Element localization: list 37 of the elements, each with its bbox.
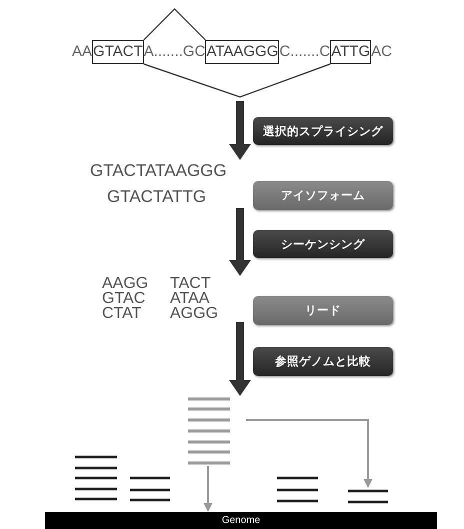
splice-line — [143, 8, 206, 40]
step-label: 選択的スプライシング — [263, 124, 383, 138]
isoform-sequence: GTACTATTG — [107, 187, 206, 207]
read-sequence: GTAC — [102, 291, 146, 306]
step-label: アイソフォーム — [281, 188, 365, 203]
arrow — [246, 419, 372, 488]
exon-sequence: ATTG — [331, 43, 370, 60]
step-box — [253, 230, 393, 258]
genome-label: Genome — [222, 515, 260, 526]
step-label: 参照ゲノムと比較 — [275, 354, 371, 369]
step-label: リード — [305, 303, 341, 318]
exon-box — [205, 40, 280, 64]
exon-sequence: GTACT — [93, 43, 143, 60]
step-box — [253, 117, 393, 145]
step-box — [253, 296, 393, 325]
read-sequence: AGGG — [170, 306, 218, 321]
splice-line — [144, 63, 330, 98]
read-sequence: CTAT — [102, 306, 142, 321]
step-label: シーケンシング — [281, 236, 365, 252]
exon-box — [330, 40, 372, 64]
sequence-text: A.......GC — [144, 42, 206, 62]
sequence-text: AC — [371, 42, 392, 62]
read-sequence: AAGG — [102, 276, 148, 291]
process-arrow — [229, 208, 251, 276]
read-sequence: ATAA — [170, 291, 210, 306]
step-box — [253, 347, 393, 376]
sequence-text: C.......C — [279, 42, 330, 62]
genome-bar — [45, 512, 437, 529]
read-sequence: TACT — [170, 276, 211, 291]
exon-box — [92, 40, 144, 64]
exon-sequence: ATAAGGG — [206, 43, 278, 60]
process-arrow — [229, 101, 251, 160]
step-box — [253, 181, 393, 210]
process-arrow — [229, 322, 251, 396]
arrow — [204, 466, 212, 512]
sequence-text: AA — [72, 42, 92, 62]
isoform-sequence: GTACTATAAGGG — [90, 161, 227, 181]
